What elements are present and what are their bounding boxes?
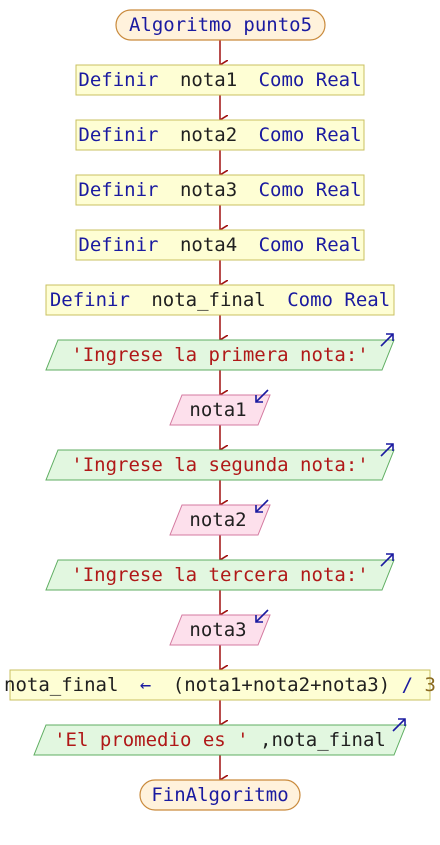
svg-text:Definir nota3 Como: Definir nota3 Como Real bbox=[78, 179, 361, 201]
define-type: Como Real bbox=[259, 234, 362, 256]
define-node-nota1: Definir nota1 Como Real bbox=[75, 64, 365, 96]
output-variable: ,nota_final bbox=[260, 729, 386, 751]
svg-text:nota_final ← (nota: nota_final ← (nota1+nota2+nota3) / 3 bbox=[4, 674, 436, 696]
define-node-nota2: Definir nota2 Como Real bbox=[75, 119, 365, 151]
input-arrow-icon bbox=[255, 499, 269, 513]
define-node-nota3: Definir nota3 Como Real bbox=[75, 174, 365, 206]
output-arrow-icon bbox=[380, 443, 394, 457]
output-node-tercera: 'Ingrese la tercera nota:' bbox=[45, 553, 395, 591]
define-node-nota-final: Definir nota_final Como Real bbox=[45, 284, 395, 316]
define-type: Como Real bbox=[259, 179, 362, 201]
define-type: Como Real bbox=[259, 124, 362, 146]
input-node-nota1: nota1 bbox=[169, 389, 271, 426]
output-node-primera: 'Ingrese la primera nota:' bbox=[45, 333, 395, 371]
define-var-name: nota2 bbox=[180, 124, 237, 146]
end-node: FinAlgoritmo bbox=[139, 779, 301, 811]
input-text: nota2 bbox=[189, 509, 246, 531]
assign-target: nota_final bbox=[4, 674, 118, 696]
define-node-nota4: Definir nota4 Como Real bbox=[75, 229, 365, 261]
input-arrow-icon bbox=[255, 609, 269, 623]
output-arrow-icon bbox=[380, 333, 394, 347]
define-var-name: nota_final bbox=[151, 289, 265, 311]
svg-text:'El promedio es ' ,nota_: 'El promedio es ' ,nota_final bbox=[54, 729, 386, 751]
define-var-name: nota1 bbox=[180, 69, 237, 91]
assign-arrow: ← bbox=[140, 674, 151, 696]
output-text: 'Ingrese la primera nota:' bbox=[71, 344, 368, 366]
output-string: 'El promedio es ' bbox=[54, 729, 248, 751]
define-keyword: Definir bbox=[78, 124, 158, 146]
end-label: FinAlgoritmo bbox=[151, 784, 288, 806]
define-type: Como Real bbox=[287, 289, 390, 311]
output-node-segunda: 'Ingrese la segunda nota:' bbox=[45, 443, 395, 481]
define-keyword: Definir bbox=[78, 69, 158, 91]
input-text: nota1 bbox=[189, 399, 246, 421]
input-node-nota2: nota2 bbox=[169, 499, 271, 536]
assign-divisor: 3 bbox=[425, 674, 436, 696]
output-text: 'Ingrese la tercera nota:' bbox=[71, 564, 368, 586]
output-text: 'Ingrese la segunda nota:' bbox=[71, 454, 368, 476]
assignment-node: nota_final ← (nota1+nota2+nota3) / 3 bbox=[4, 669, 436, 701]
start-label: Algoritmo punto5 bbox=[129, 14, 312, 36]
define-keyword: Definir bbox=[78, 234, 158, 256]
output-arrow-icon bbox=[392, 718, 406, 732]
define-keyword: Definir bbox=[50, 289, 130, 311]
output-node-promedio: 'El promedio es ' ,nota_final bbox=[33, 718, 407, 756]
input-node-nota3: nota3 bbox=[169, 609, 271, 646]
input-text: nota3 bbox=[189, 619, 246, 641]
svg-text:Definir nota_final: Definir nota_final Como Real bbox=[50, 289, 390, 311]
define-type: Como Real bbox=[259, 69, 362, 91]
svg-text:Definir nota4 Como: Definir nota4 Como Real bbox=[78, 234, 361, 256]
input-arrow-icon bbox=[255, 389, 269, 403]
start-node: Algoritmo punto5 bbox=[115, 9, 326, 41]
define-keyword: Definir bbox=[78, 179, 158, 201]
svg-text:Definir nota1 Como: Definir nota1 Como Real bbox=[78, 69, 361, 91]
assign-operator: / bbox=[402, 674, 413, 696]
svg-text:Definir nota2 Como: Definir nota2 Como Real bbox=[78, 124, 361, 146]
assign-expression: (nota1+nota2+nota3) bbox=[173, 674, 390, 696]
output-arrow-icon bbox=[380, 553, 394, 567]
define-var-name: nota3 bbox=[180, 179, 237, 201]
define-var-name: nota4 bbox=[180, 234, 237, 256]
